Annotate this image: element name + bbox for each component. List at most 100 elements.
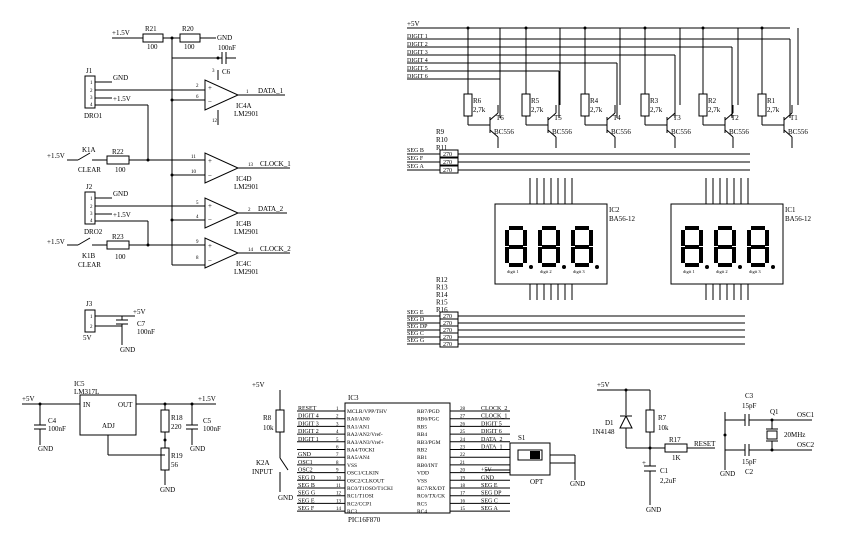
transistor-label: T5 — [554, 114, 562, 122]
psu-plus15: +1.5V — [198, 395, 216, 403]
r18-value: 220 — [171, 423, 182, 431]
mcu-right-num: 20 — [460, 469, 466, 474]
mcu-right-pin: RB1 — [417, 455, 427, 461]
s1-gnd: GND — [570, 480, 585, 488]
digit-caption: digit 2 — [716, 269, 728, 274]
mcu-right-net: DIGIT 6 — [481, 429, 502, 435]
r23-label: R23 — [112, 233, 124, 241]
c2-label: C2 — [745, 468, 754, 476]
j1-connector: J1 1 2 3 4 DRO1 GND +1.5V — [84, 67, 200, 160]
osc1-net: OSC1 — [797, 411, 815, 419]
svg-text:3: 3 — [212, 69, 215, 74]
j1-name: DRO1 — [84, 112, 103, 120]
digit-bus-label: DIGIT 6 — [407, 74, 428, 80]
ic3-label: IC3 — [348, 394, 359, 402]
transistor-label: T1 — [790, 114, 798, 122]
seg-bot-rval: 270 — [443, 328, 452, 334]
mcu-right-num: 19 — [460, 476, 466, 481]
clock1-net: CLOCK_1 — [260, 160, 291, 168]
mcu-left-num: 4 — [336, 430, 339, 435]
ic5-out: OUT — [118, 401, 133, 409]
mcu-left-net: SEG B — [298, 483, 315, 489]
transistor-value: BC556 — [611, 128, 631, 136]
resistor-value: 2,7k — [531, 106, 544, 114]
svg-text:−: − — [208, 98, 212, 106]
mcu-left-pin: OSC2/CLKOUT — [347, 478, 385, 484]
plus15-label: +1.5V — [112, 29, 130, 37]
seg-bot-net: SEG E — [407, 310, 424, 316]
k1b-switch: +1.5V K1B CLEAR R23 100 — [47, 233, 205, 269]
mcu-left-net: GND — [298, 452, 312, 458]
ic4a-label: IC4A — [236, 102, 252, 110]
mcu-left-net: SEG F — [298, 506, 315, 512]
resistor-label: R5 — [531, 97, 540, 105]
mcu-right-pin: RC4 — [417, 509, 427, 515]
ic5-label: IC5 — [74, 380, 85, 388]
ic5-in: IN — [83, 401, 90, 409]
bias-network: +1.5V R21 100 R20 100 GND 100nF C6 — [112, 25, 236, 100]
svg-text:9: 9 — [196, 240, 199, 245]
mcu-left-net: OSC1 — [298, 460, 313, 466]
mcu-right-net: CLOCK_1 — [481, 414, 507, 420]
ic4a-opamp: + − 2 6 1 DATA_1 3 12 IC4A LM2901 — [172, 69, 285, 125]
c4-gnd: GND — [38, 445, 53, 453]
svg-text:4: 4 — [90, 103, 93, 108]
seg-top-rval: 270 — [443, 152, 452, 158]
mcu-right-pin: RC7/RX/DT — [417, 486, 446, 492]
q1-value: 20MHz — [784, 431, 805, 439]
mcu-left-num: 1 — [336, 407, 339, 412]
r17-label: R17 — [669, 436, 681, 444]
resistor-value: 2,7k — [767, 106, 780, 114]
c2-value: 15pF — [742, 458, 757, 466]
svg-text:1: 1 — [90, 81, 93, 86]
display-ref: IC1 — [785, 206, 796, 214]
mcu-left-pin: RA5/AN4 — [347, 455, 370, 461]
seg-bot-rval: 270 — [443, 321, 452, 327]
mcu-left-net: DIGIT 3 — [298, 421, 319, 427]
j3-plus5: +5V — [133, 308, 146, 316]
d1-label: D1 — [605, 419, 614, 427]
seg-bot-res: R13 — [436, 284, 448, 292]
mcu-section: +5V R8 10k K2A INPUT GND IC3 PIC16F870 S… — [252, 381, 585, 524]
mcu-plus5: +5V — [252, 381, 265, 389]
mcu-left-num: 10 — [336, 476, 342, 481]
transistor-label: T6 — [496, 114, 504, 122]
digit-caption: digit 2 — [540, 269, 552, 274]
mcu-left-net: SEG D — [298, 475, 316, 481]
svg-text:2: 2 — [248, 208, 251, 213]
seg-top-rval: 270 — [443, 168, 452, 174]
svg-text:1: 1 — [90, 315, 93, 320]
k1b-clear: CLEAR — [78, 261, 101, 269]
mcu-right-num: 23 — [460, 446, 466, 451]
seg-top-res: R9 — [436, 128, 445, 136]
mcu-right-num: 26 — [460, 422, 466, 427]
mcu-left-pin: RC2/CCP1 — [347, 501, 372, 507]
reset-circuit: +5V D1 1N4148 R7 10k R17 1K RESET + C1 2… — [592, 381, 716, 514]
mcu-left-pin: VSS — [347, 463, 357, 469]
r21-value: 100 — [147, 43, 158, 51]
s1-label: S1 — [518, 434, 526, 442]
seg-top-net: SEG B — [407, 148, 424, 154]
transistor-label: T2 — [731, 114, 739, 122]
resistor-value: 2,7k — [590, 106, 603, 114]
c1-value: 2,2uF — [660, 477, 676, 485]
mcu-right-net: DATA_2 — [481, 437, 503, 443]
mcu-left-net: DIGIT 1 — [298, 437, 319, 443]
ic4c-opamp: + − 9 8 14 CLOCK_2 IC4C LM2901 — [172, 237, 291, 276]
mcu-left-num: 12 — [336, 492, 342, 497]
r19-label: R19 — [171, 452, 183, 460]
display-plus5: +5V — [407, 20, 420, 28]
mcu-right-net: SEG E — [481, 483, 498, 489]
j2-name: DRO2 — [84, 228, 103, 236]
mcu-left-num: 13 — [336, 499, 342, 504]
mcu-right-pin: RB2 — [417, 448, 427, 454]
reset-net: RESET — [694, 440, 716, 448]
ic4b-label: IC4B — [236, 220, 252, 228]
seg-top-net: SEG A — [407, 164, 425, 170]
r23-value: 100 — [115, 253, 126, 261]
r18-label: R18 — [171, 414, 183, 422]
seg-top-net: SEG F — [407, 156, 424, 162]
